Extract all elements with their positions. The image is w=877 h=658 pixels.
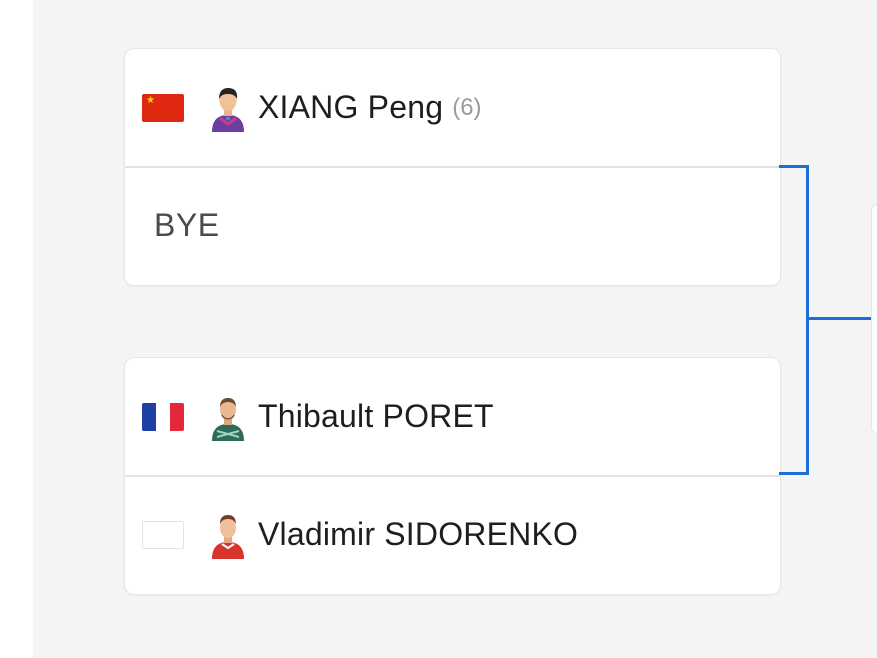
player-row[interactable]: Thibault PORET [125,358,780,475]
france-flag-icon [142,402,184,431]
player-name: XIANG Peng [258,89,444,125]
player-name: Thibault PORET [258,398,494,434]
bye-label: BYE [154,207,220,243]
seed-badge: (6) [452,93,482,121]
bracket-connector [779,165,809,475]
match-card[interactable]: ★ XIANG Peng (6) BYE [124,48,781,286]
player-row[interactable]: Vladimir SIDORENKO [125,475,780,592]
player-avatar-icon [212,87,244,132]
player-row: BYE [125,166,780,283]
player-avatar-icon [212,397,244,441]
player-avatar-icon [212,514,244,559]
china-flag-icon: ★ [142,93,184,122]
player-row[interactable]: ★ XIANG Peng (6) [125,49,780,166]
next-round-card[interactable] [871,204,877,434]
match-card[interactable]: Thibault PORET Vladimir SIDORENKO [124,357,781,595]
bracket-connector-out [809,317,877,320]
flag-placeholder-icon [142,520,184,549]
player-name: Vladimir SIDORENKO [258,516,579,552]
